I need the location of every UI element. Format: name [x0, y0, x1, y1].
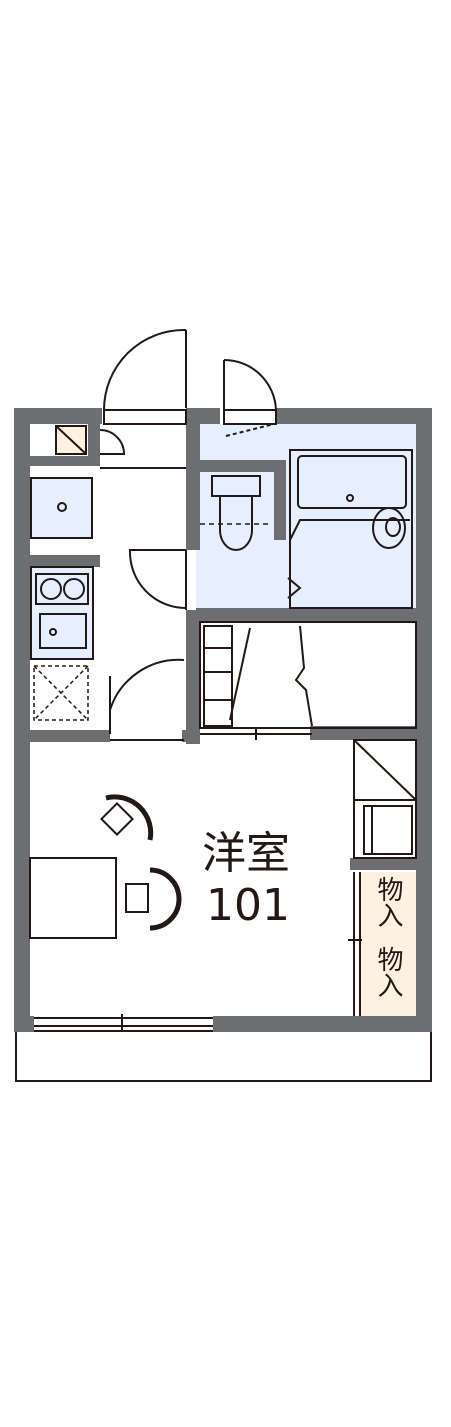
interior-walls [30, 408, 432, 870]
closet-unit [353, 739, 417, 859]
bathtub [289, 449, 413, 609]
storage-label-2: 物入 [373, 946, 403, 998]
wash-basin [30, 477, 93, 539]
toilet [200, 475, 272, 551]
bathroom-floor [196, 424, 418, 612]
balcony-window [34, 1014, 213, 1030]
hall-door-swing [99, 429, 126, 455]
fridge-space [33, 665, 89, 721]
room-number: 101 [206, 880, 290, 931]
chair-top [100, 794, 154, 841]
room-type-label: 洋室 [202, 828, 290, 879]
bath-door-arrow [287, 577, 302, 599]
entrance-door [103, 328, 187, 425]
kitchen [30, 566, 94, 660]
shoe-cabinet [55, 425, 87, 455]
storage-closets [348, 872, 416, 1016]
laundry-closet [199, 621, 417, 740]
desk [29, 857, 117, 939]
balcony [15, 1030, 432, 1082]
chair-bottom [125, 867, 182, 931]
sink-area [31, 478, 92, 538]
room-door [109, 658, 185, 741]
exterior-walls [14, 408, 432, 1032]
storage-label-1: 物入 [373, 876, 403, 928]
bathroom-door [223, 359, 277, 437]
toilet-door [128, 549, 187, 610]
